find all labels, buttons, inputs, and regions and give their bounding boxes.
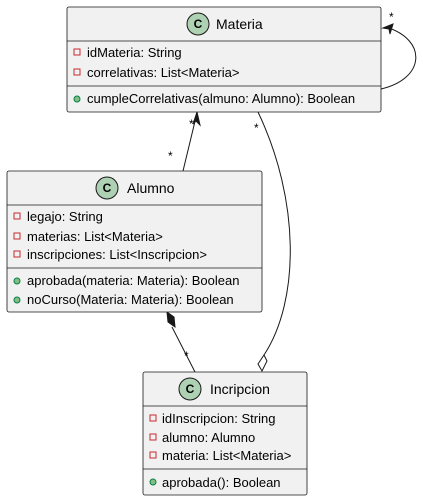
class-alumno-attribute: materias: List<Materia> [27,229,163,244]
private-marker [73,68,81,76]
class-alumno-stereotype-letter: C [103,181,112,195]
self-association-arrowhead [381,23,394,35]
public-marker [13,277,21,285]
class-incripcion-attribute: materia: List<Materia> [162,448,291,463]
alumno-materia-arrowhead [192,110,201,127]
relation-materia-incripcion: * [254,111,291,373]
class-materia-stereotype-letter: C [194,17,203,31]
relation-materia-self: * [380,10,417,90]
private-marker [149,414,157,422]
class-alumno-attribute: inscripciones: List<Inscripcion> [27,247,207,262]
class-incripcion-stereotype-icon [178,377,202,401]
class-materia-attribute: correlativas: List<Materia> [87,65,239,80]
class-alumno-method: noCurso(Materia: Materia): Boolean [27,292,234,307]
public-marker [13,296,21,304]
private-marker [13,250,21,258]
class-alumno: C Alumno legajo: String materias: List<M… [6,170,263,313]
class-incripcion-stereotype-letter: C [186,382,195,396]
class-alumno-attribute: legajo: String [27,209,103,224]
self-association-line [380,26,417,90]
private-marker [13,212,21,220]
class-incripcion-name: Incripcion [210,381,270,397]
alumno-materia-multiplicity-alumno: * [168,149,173,163]
class-alumno-stereotype-icon [95,176,119,200]
composition-diamond [166,310,176,329]
class-alumno-name: Alumno [127,180,175,196]
class-incripcion: C Incripcion idInscripcion: String alumn… [142,371,308,496]
private-marker [149,433,157,441]
self-association-multiplicity: * [389,10,394,24]
aggregation-diamond [257,354,268,373]
private-marker [13,232,21,240]
class-incripcion-attribute: alumno: Alumno [162,430,255,445]
materia-incripcion-line [257,111,291,356]
alumno-incripcion-line [171,326,196,373]
class-materia-name: Materia [216,16,263,32]
public-marker [149,478,157,486]
class-incripcion-box [142,371,308,496]
public-marker [73,95,81,103]
relation-alumno-materia: * * [168,110,201,172]
relation-alumno-incripcion: * [166,310,196,373]
alumno-materia-multiplicity-materia: * [189,117,194,131]
class-materia-method: cumpleCorrelativas(almuno: Alumno): Bool… [87,91,355,106]
class-incripcion-method: aprobada(): Boolean [162,475,281,490]
private-marker [149,451,157,459]
class-incripcion-attribute: idInscripcion: String [162,411,275,426]
private-marker [73,48,81,56]
class-alumno-box [6,170,263,313]
class-materia-attribute: idMateria: String [87,45,182,60]
materia-incripcion-multiplicity: * [254,121,259,135]
alumno-incripcion-multiplicity: * [184,349,189,363]
class-alumno-method: aprobada(materia: Materia): Boolean [27,273,239,288]
class-materia: C Materia idMateria: String correlativas… [66,6,382,113]
class-materia-stereotype-icon [186,12,210,36]
